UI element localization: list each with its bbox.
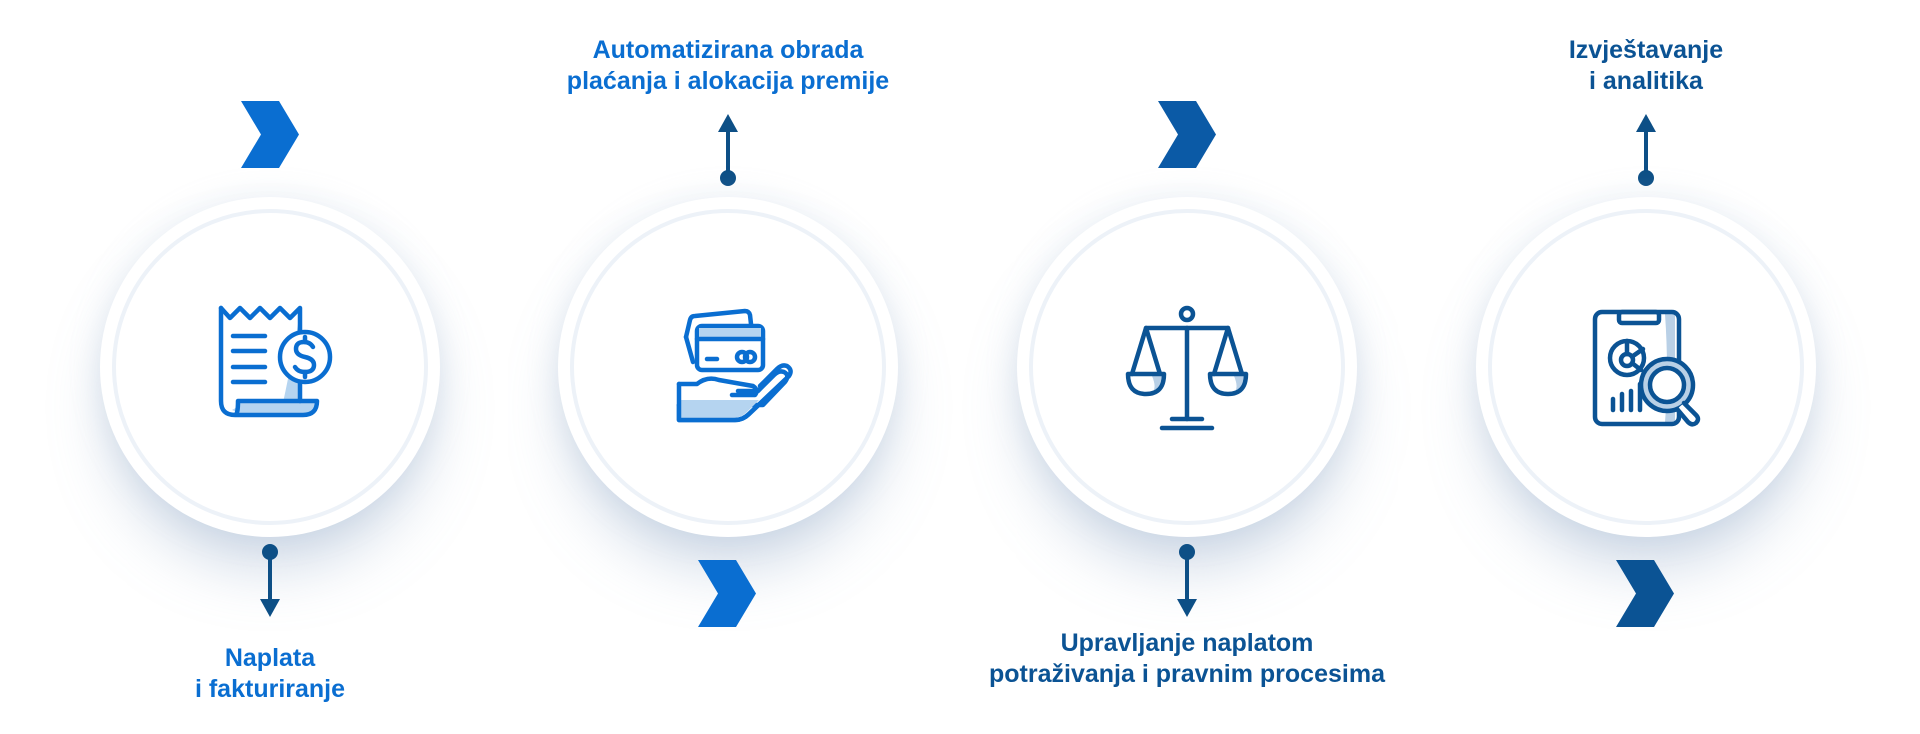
connector-arrow-down: [1175, 541, 1199, 621]
step-label-line: i fakturiranje: [194, 675, 346, 703]
step-label-line: Izvještavanje: [1568, 36, 1724, 64]
step-collections-legal: Upravljanje naplatom potraživanja i prav…: [957, 0, 1417, 734]
step-label-line: plaćanja i alokacija premije: [566, 67, 890, 95]
chevron-right-icon: [241, 101, 299, 168]
step-label: Naplata i fakturiranje: [50, 643, 490, 705]
step-label-line: Upravljanje naplatom: [1060, 629, 1314, 657]
connector-arrow-down: [258, 541, 282, 621]
balance-scale-icon: [1122, 302, 1252, 432]
step-label: Upravljanje naplatom potraživanja i prav…: [927, 628, 1447, 690]
step-label: Automatizirana obrada plaćanja i alokaci…: [508, 35, 948, 97]
receipt-dollar-icon: [205, 302, 335, 432]
step-label-line: potraživanja i pravnim procesima: [989, 660, 1385, 688]
chevron-right-icon: [1616, 560, 1674, 627]
step-label-line: Automatizirana obrada: [592, 36, 864, 64]
step-payment-processing: Automatizirana obrada plaćanja i alokaci…: [498, 0, 958, 734]
step-label-line: Naplata: [224, 644, 316, 672]
step-billing: Naplata i fakturiranje: [40, 0, 500, 734]
chevron-right-icon: [698, 560, 756, 627]
connector-arrow-up: [716, 112, 740, 192]
step-circle: [112, 209, 428, 525]
step-label: Izvještavanje i analitika: [1426, 35, 1866, 97]
clipboard-analytics-magnifier-icon: [1581, 302, 1711, 432]
step-reporting: Izvještavanje i analitika: [1416, 0, 1876, 734]
hand-credit-card-icon: [663, 302, 793, 432]
step-label-line: i analitika: [1589, 67, 1703, 95]
chevron-right-icon: [1158, 101, 1216, 168]
connector-arrow-up: [1634, 112, 1658, 192]
